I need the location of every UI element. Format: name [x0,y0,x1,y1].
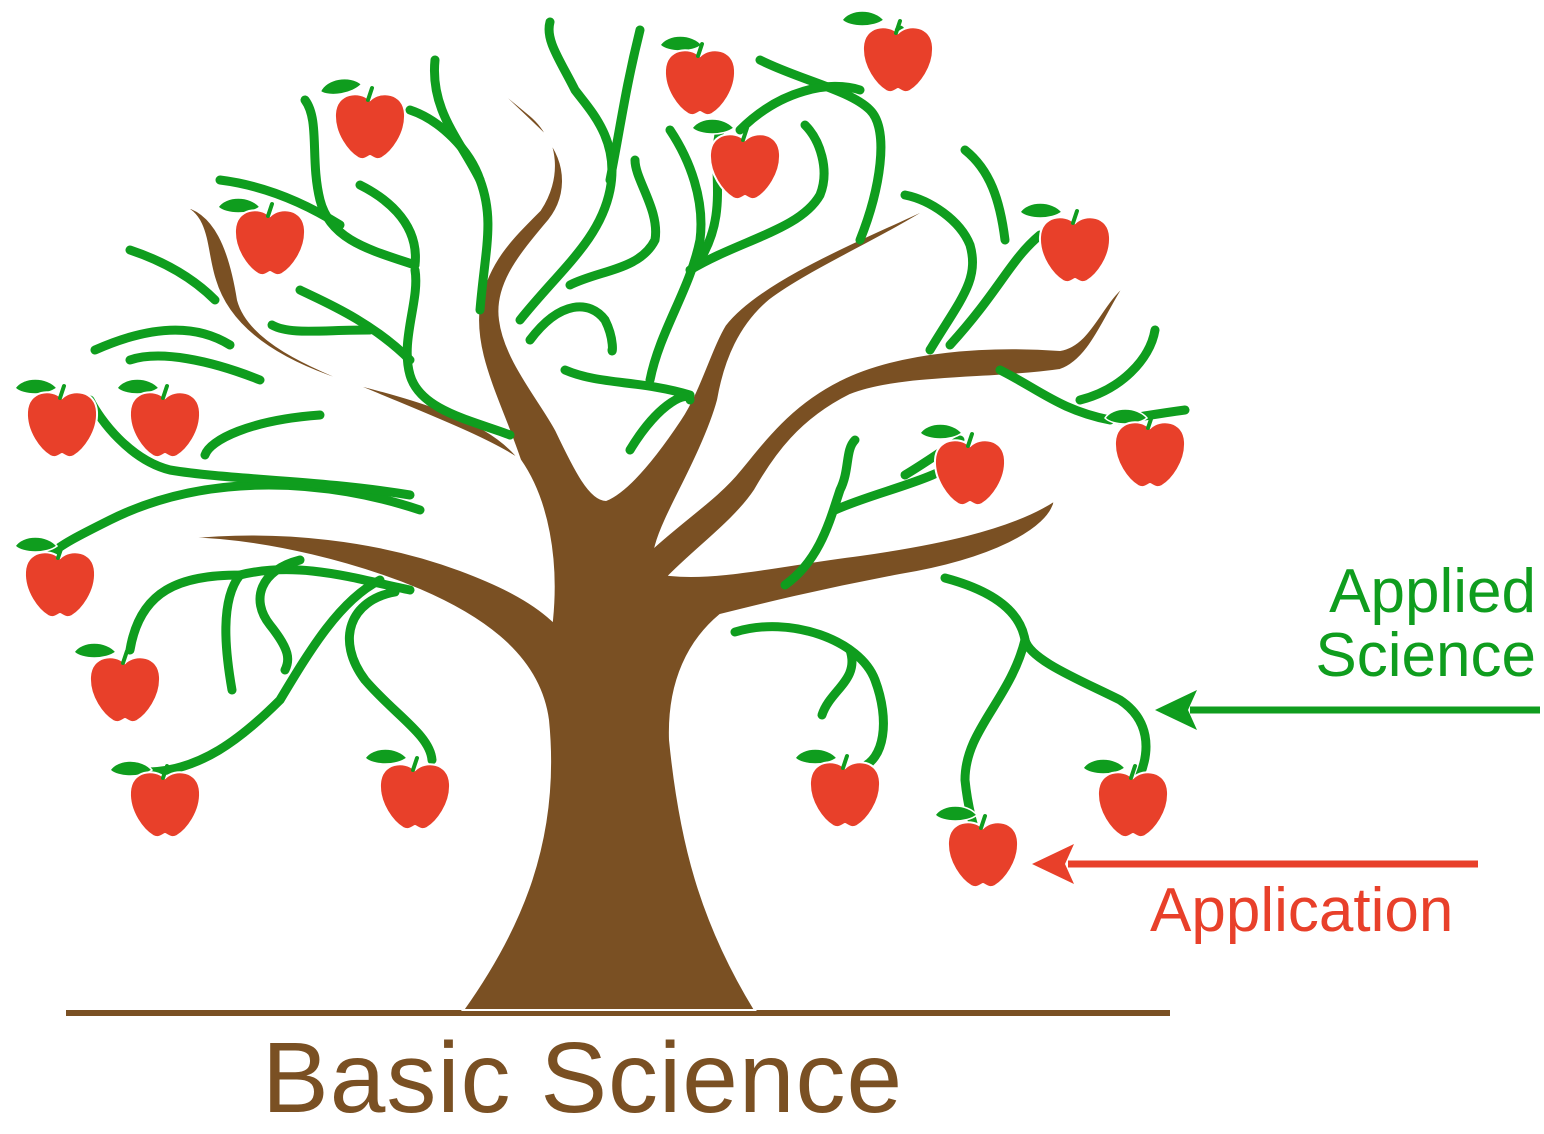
applied-science-label: Applied Science [1315,560,1536,688]
leaf-icon [14,536,58,553]
apple-icon [24,384,100,460]
apple-icon [860,19,936,95]
left-arrow-icon [1032,844,1074,884]
leaf-icon [919,423,963,440]
leaf-icon [841,10,885,27]
apple-icon [662,42,738,118]
applied-label-line2: Science [1315,621,1536,690]
basic-science-label: Basic Science [262,1022,904,1134]
leaf-icon [73,642,117,659]
leaf-icon [659,35,703,52]
apple-icon [127,764,203,840]
apple-icon [377,756,453,832]
apple-icon [1095,764,1171,840]
left-arrow-icon [1155,690,1197,730]
apple-icon [22,544,98,620]
leaf-icon [364,748,408,765]
application-label: Application [1150,876,1454,945]
apple-icon [1112,414,1188,490]
apple-icon [932,432,1008,508]
tree-trunk [179,59,1126,1011]
application-arrow [1032,844,1478,884]
apple-icon [232,202,308,278]
apple-icon [332,86,408,162]
green-branches [45,17,1190,835]
apple-icon [87,649,163,725]
applied-label-line1: Applied [1329,557,1536,626]
apple-icon [1037,209,1113,285]
leaf-icon [691,118,735,135]
leaf-icon [1104,408,1148,425]
leaf-icon [1019,202,1063,219]
apple-icon [127,384,203,460]
apple-icon [807,754,883,830]
applied-science-arrow [1155,690,1540,730]
apple-icon [945,814,1021,890]
